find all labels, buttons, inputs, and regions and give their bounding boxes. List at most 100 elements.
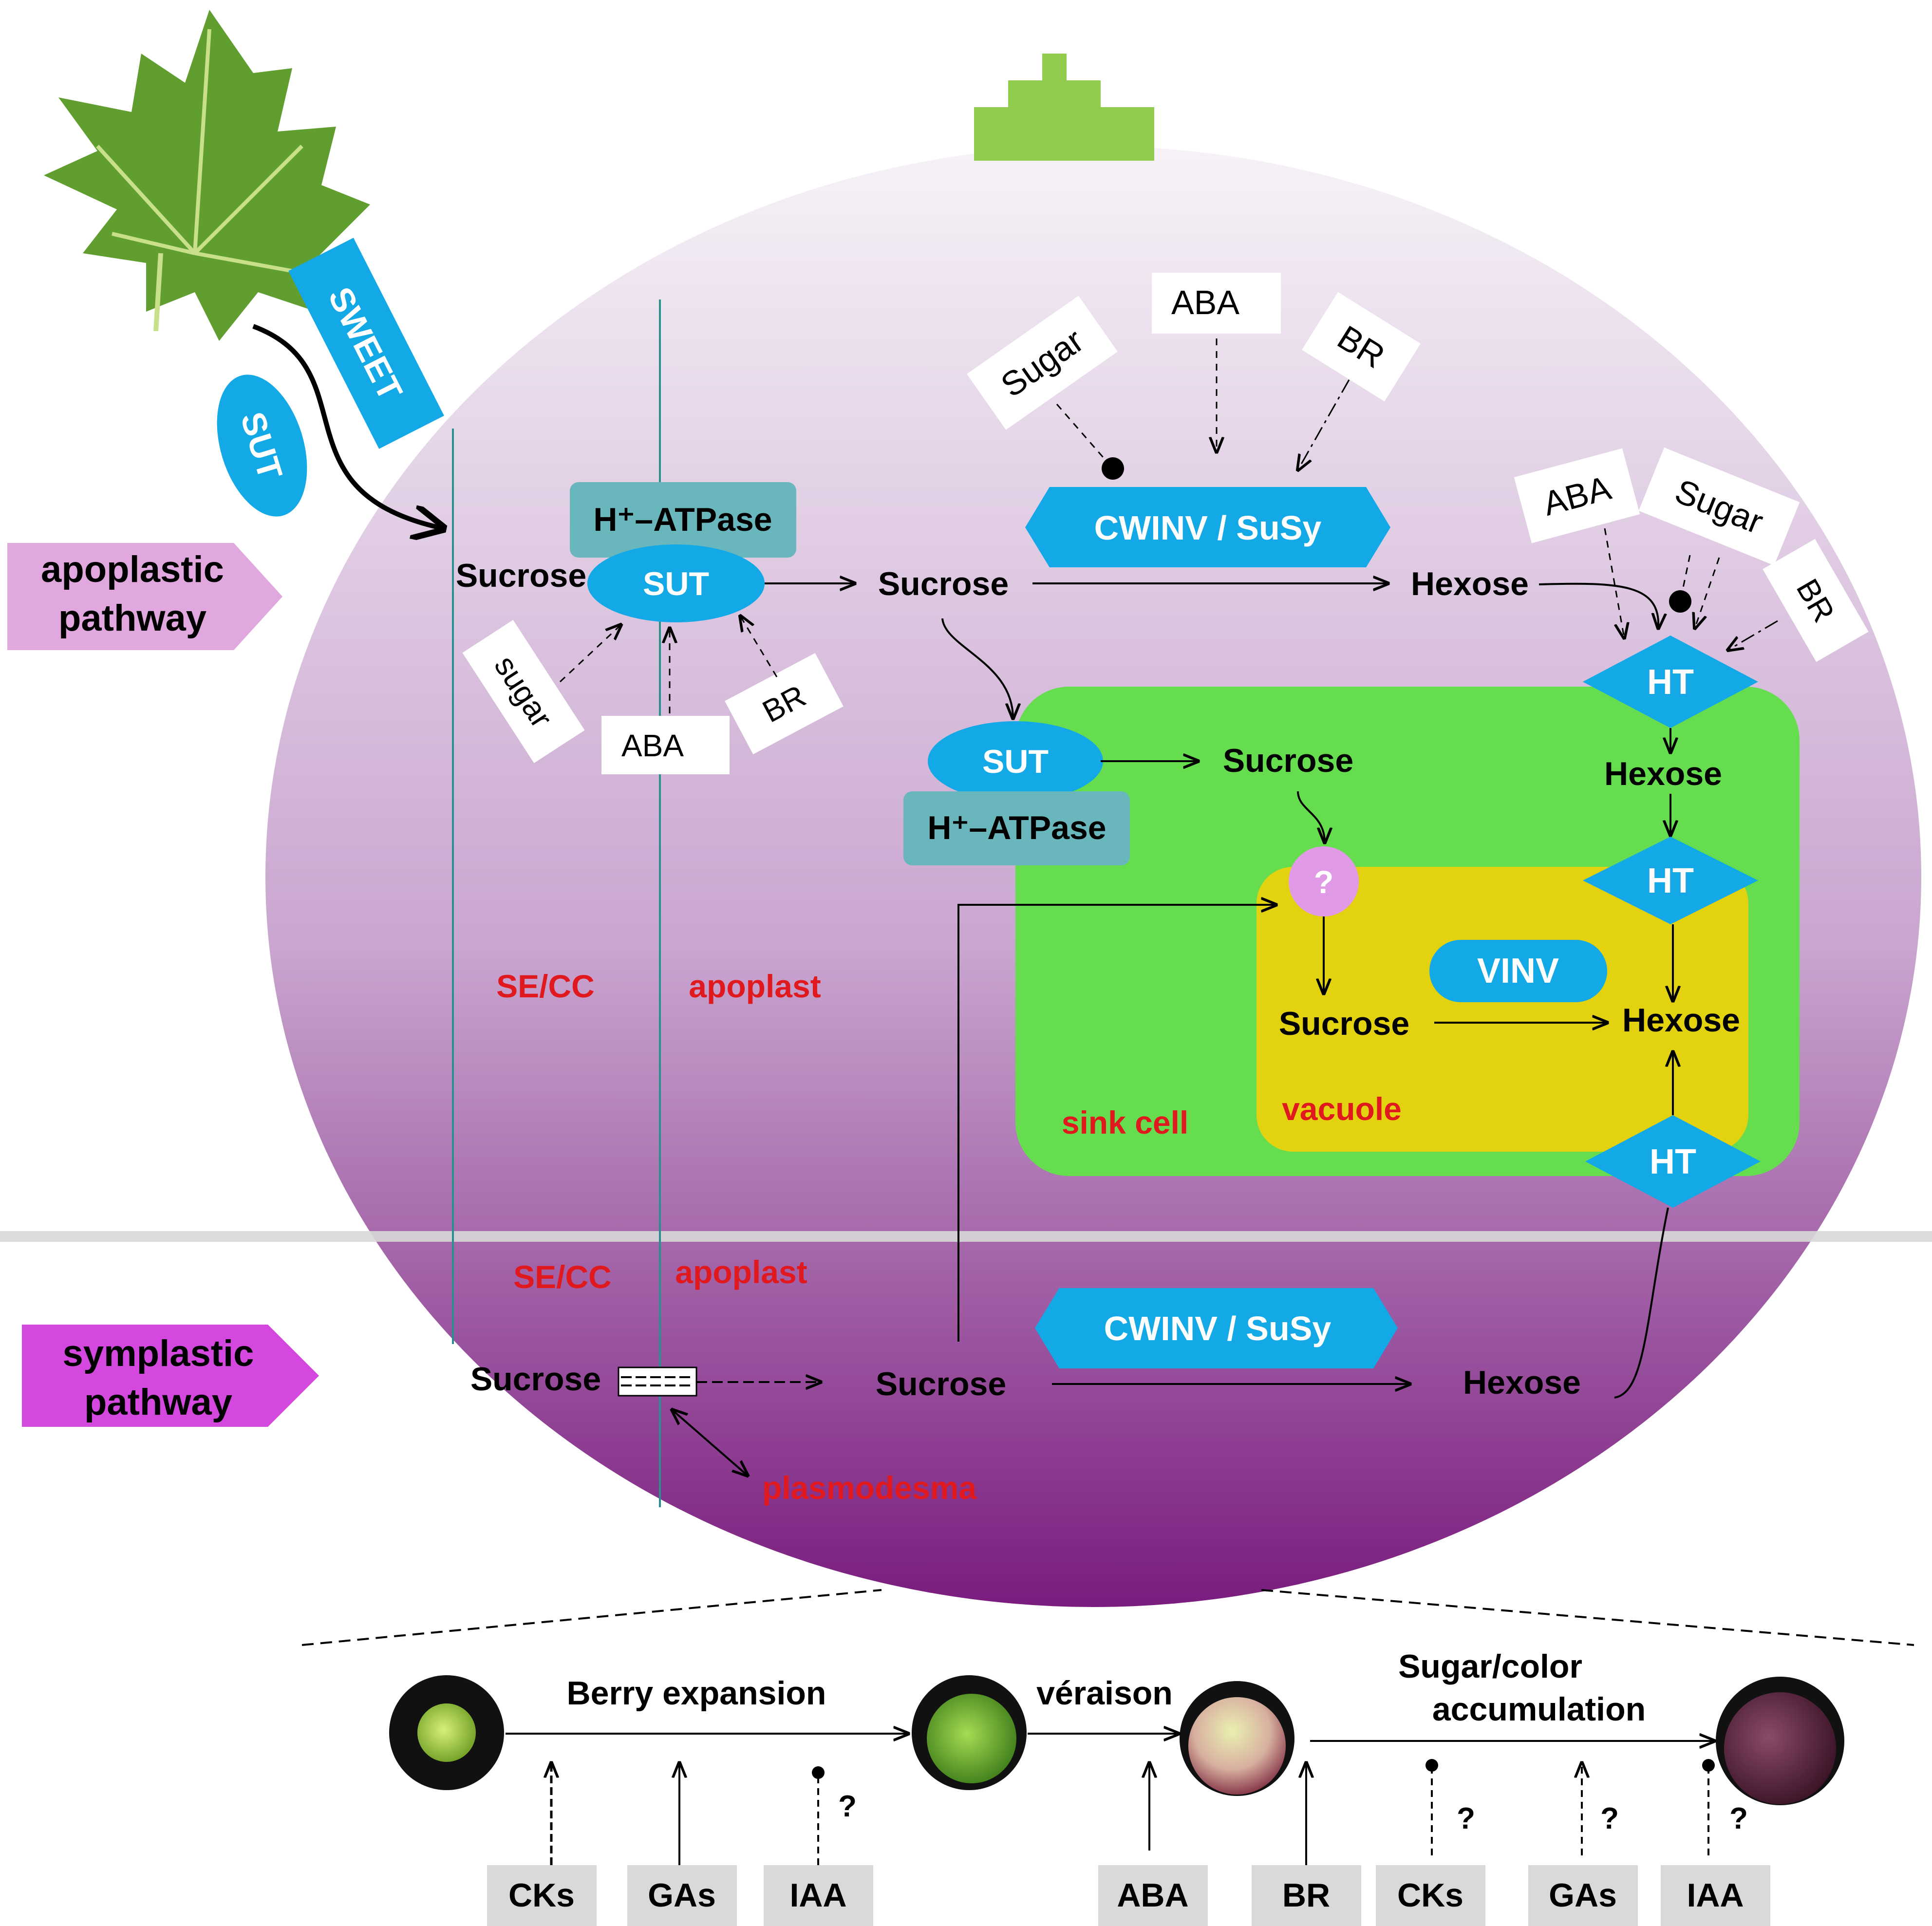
aba-ht-arrow: [1604, 528, 1624, 638]
symplastic-enzyme: [1035, 1288, 1398, 1368]
symplastic-sucrose-source: Sucrose: [470, 1361, 601, 1398]
hormone-label-iaa-2: IAA: [1687, 1877, 1744, 1914]
hormone-label-cks-2: CKs: [1397, 1877, 1463, 1914]
berry-stage-1-fruit: [417, 1703, 476, 1762]
gas-accumulation-query: ?: [1600, 1802, 1619, 1835]
symplastic-label-line1: symplastic: [63, 1333, 254, 1374]
leaf-export-arrow: [252, 324, 443, 528]
ht-tonoplast-label: HT: [1647, 861, 1694, 900]
hormone-box-br: [1252, 1865, 1361, 1926]
ht-plasma-label: HT: [1647, 663, 1694, 702]
leaf-sut-transporter: [217, 374, 307, 517]
ht-symplastic: [1585, 1115, 1761, 1208]
ht-plasma-membrane: [1583, 636, 1758, 728]
plasmodesma-channel: [618, 1366, 697, 1397]
sugar-sut-arrow: [559, 625, 621, 683]
sweet-transporter: [288, 238, 444, 449]
iaa-accumulation-query: ?: [1729, 1802, 1748, 1835]
vinv-label: VINV: [1477, 952, 1559, 991]
apoplastic-pathway-tag: apoplastic pathway: [7, 543, 282, 650]
sucrose-to-query-arrow: [1297, 791, 1325, 842]
vinv-enzyme: [1429, 940, 1607, 1002]
berry-stage-2-fruit: [927, 1694, 1016, 1783]
symplastic-hexose: Hexose: [1463, 1364, 1581, 1401]
hormone-label-gas-1: GAs: [648, 1877, 716, 1914]
unknown-transporter: [1289, 846, 1359, 916]
plasmodesma-pointer: [672, 1410, 748, 1476]
apoplastic-label-line2: pathway: [58, 598, 206, 639]
apoplastic-label-line1: apoplastic: [41, 549, 224, 590]
unknown-transporter-label: ?: [1314, 864, 1333, 900]
sink-sut-transporter: [928, 721, 1103, 801]
berry-stage-3-fruit: [1188, 1697, 1286, 1795]
sugar-ht-inhibition: [1669, 555, 1691, 613]
sut-label: SUT: [643, 565, 709, 602]
br-enzyme-arrow: [1298, 379, 1350, 470]
hormone-box-gas-2: [1528, 1865, 1638, 1926]
aba-regulator-label: ABA: [621, 728, 684, 763]
hormone-label-aba: ABA: [1117, 1877, 1188, 1914]
aba-regulator-box: [601, 716, 730, 774]
atpase-label: H⁺–ATPase: [593, 501, 772, 538]
atpase-box: [570, 482, 796, 558]
berry-expansion-label: Berry expansion: [567, 1675, 826, 1712]
sugar-color-label-2: accumulation: [1432, 1691, 1646, 1728]
hexose-apoplast: Hexose: [1411, 565, 1529, 602]
se-cc-label-upper: SE/CC: [496, 968, 595, 1004]
sink-atpase-box: [903, 791, 1130, 865]
symplastic-label-line2: pathway: [84, 1382, 232, 1423]
apoplast-label-lower: apoplast: [675, 1254, 807, 1290]
cks-accumulation-query: ?: [1457, 1802, 1475, 1835]
sink-atpase-label: H⁺–ATPase: [927, 809, 1106, 846]
hormone-box-gas-1: [627, 1865, 737, 1926]
hexose-to-ht-arrow: [1538, 582, 1658, 628]
ht-aba-box: ABA: [1514, 448, 1640, 543]
enzyme-aba-box: [1152, 273, 1281, 334]
apoplast-label-upper: apoplast: [689, 968, 821, 1004]
sugar-enzyme-inhibition: [1056, 404, 1124, 480]
vacuole-label: vacuole: [1282, 1091, 1402, 1127]
veraison-label: véraison: [1036, 1675, 1173, 1712]
ht-tonoplast: [1583, 837, 1758, 924]
sucrose-to-sink-arrow: [941, 618, 1013, 718]
zoom-line-right: [1261, 1589, 1914, 1646]
hormone-label-gas-2: GAs: [1549, 1877, 1617, 1914]
hormone-boxes: CKs GAs IAA ABA BR CKs GAs IAA: [487, 1865, 1770, 1926]
symplastic-hexose-to-ht-line: [1614, 1207, 1669, 1399]
grape-leaf: [44, 10, 370, 341]
sink-sucrose: Sucrose: [1223, 742, 1353, 779]
enzyme-br-box: BR: [1302, 292, 1421, 402]
sink-cell-label: sink cell: [1062, 1104, 1189, 1141]
iaa-expansion-query: ?: [838, 1790, 857, 1823]
sink-hexose: Hexose: [1604, 755, 1722, 792]
vacuole: [1257, 867, 1748, 1152]
hormone-label-br: BR: [1282, 1877, 1330, 1914]
vacuole-sucrose: Sucrose: [1279, 1005, 1409, 1042]
pathway-divider: [0, 1231, 1932, 1242]
br-ht-arrow: [1728, 620, 1778, 650]
hormone-box-aba: [1098, 1865, 1208, 1926]
hormone-box-cks-1: [487, 1865, 597, 1926]
br-regulator-box: BR: [725, 653, 844, 755]
sugar-color-label-1: Sugar/color: [1398, 1648, 1582, 1685]
berry-stem: [974, 54, 1154, 161]
se-cc-label-lower: SE/CC: [513, 1259, 612, 1295]
symplastic-to-query-arrow: [957, 905, 1276, 1342]
vacuole-hexose: Hexose: [1622, 1002, 1740, 1039]
hormone-label-cks-1: CKs: [508, 1877, 575, 1914]
zoom-line-left: [301, 1589, 882, 1646]
berry-stage-4-fruit: [1724, 1692, 1836, 1804]
plasmodesma-label: plasmodesma: [762, 1470, 977, 1506]
sucrose-se-cc: Sucrose: [456, 557, 586, 594]
hormone-box-iaa-2: [1661, 1865, 1770, 1926]
cwinv-susy-enzyme: [1025, 487, 1390, 567]
ht-sugar-box: Sugar: [1638, 447, 1800, 566]
sucrose-apoplast: Sucrose: [878, 565, 1009, 602]
symplastic-pathway-tag: symplastic pathway: [22, 1325, 319, 1427]
hormone-label-iaa-1: IAA: [789, 1877, 846, 1914]
sink-sut-label: SUT: [982, 743, 1049, 780]
hormone-box-iaa-1: [764, 1865, 873, 1926]
ht-symplastic-label: HT: [1650, 1142, 1696, 1181]
cwinv-susy-label: CWINV / SuSy: [1094, 509, 1322, 547]
